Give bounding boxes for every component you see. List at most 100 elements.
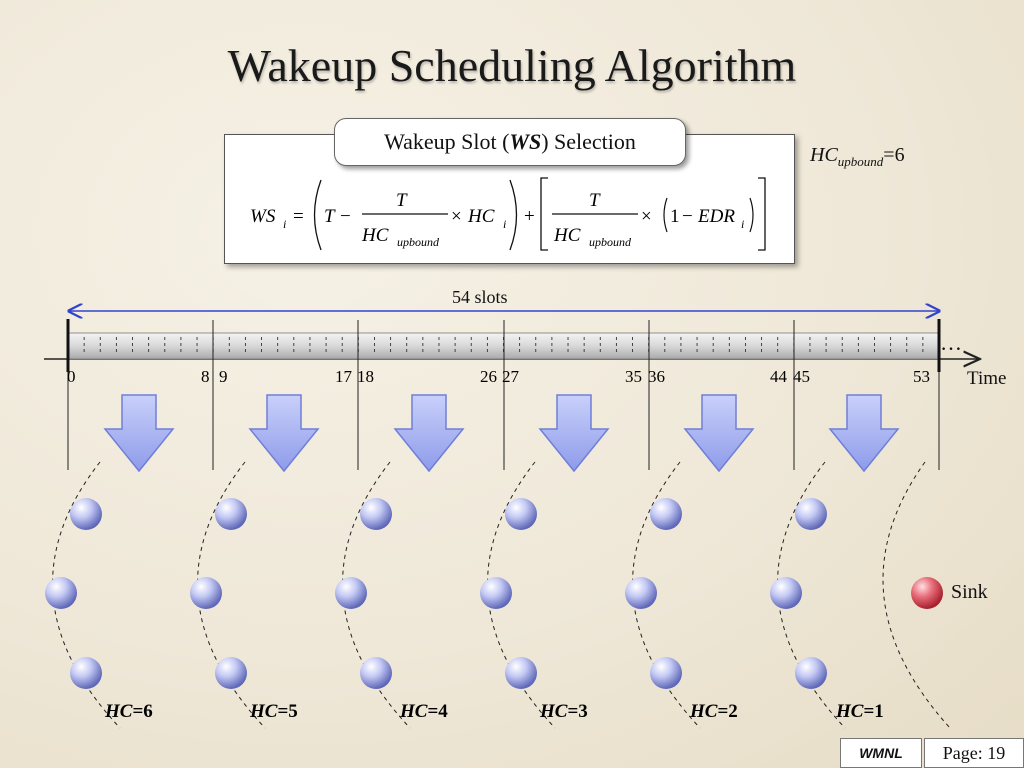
hc-label: HC=5 [249,701,298,722]
down-arrow-icon [103,394,175,473]
tick-label: 35 [625,367,642,386]
formula-times-2: × [641,206,652,227]
formula-edr: EDR [697,206,735,227]
sensor-node [505,498,537,530]
sensor-node [70,657,102,689]
formula-hc-den-2: HC [553,225,581,246]
sensor-node [190,577,222,609]
sensor-node [770,577,802,609]
label-ws: WS [509,129,542,154]
down-arrow-icon [393,394,465,473]
tick-label: 8 [201,367,210,386]
formula: WS i = T − T HC upbound × HC i + T HC up… [250,177,766,251]
hc-upbound-value: HCupbound=6 [810,144,905,170]
hc-label: HC=4 [399,701,448,722]
hc-label-value: =5 [277,701,297,722]
hc-label-value: =2 [717,701,737,722]
wakeup-slot-label: Wakeup Slot (WS) Selection [334,118,686,166]
tick-label: 9 [219,367,228,386]
sensor-node [360,657,392,689]
hc-group: HC=5 [190,461,298,729]
label-suffix: ) Selection [541,129,636,154]
formula-hci: HC [467,206,495,227]
hc-group: HC=6 [45,461,153,729]
formula-t2: T [396,190,408,211]
tick-label: 53 [913,367,930,386]
tick-label: 26 [480,367,497,386]
hc-label-value: =6 [132,701,152,722]
down-arrow-icon [828,394,900,473]
tick-label: 44 [770,367,788,386]
hc-label-base: HC [689,701,718,722]
page-number: Page: 19 [924,738,1024,768]
tick-label: 27 [502,367,520,386]
formula-hci-sub: i [503,217,506,231]
down-arrow-icon [683,394,755,473]
hc-label-value: =3 [567,701,587,722]
hc-label: HC=3 [539,701,588,722]
time-axis-label: Time [967,368,1007,389]
hc-label-base: HC [249,701,278,722]
hc-label-base: HC [104,701,133,722]
paren-right [509,179,518,251]
sensor-node [650,657,682,689]
sensor-node [215,657,247,689]
formula-upbound-1: upbound [397,235,440,249]
formula-upbound-2: upbound [589,235,632,249]
hc-label-base: HC [835,701,864,722]
sensor-node [625,577,657,609]
formula-equals: = [293,206,304,227]
sink-label: Sink [951,581,988,603]
inner-paren-left [663,197,668,233]
inner-paren-right [749,197,754,233]
sensor-node [795,498,827,530]
timeline-continuation: … [940,330,962,355]
hc-upbound-base: HC [810,144,838,166]
formula-one: 1 [670,206,680,227]
tick-label: 0 [67,367,76,386]
formula-minus-2: − [682,206,693,227]
hc-label: HC=6 [104,701,153,722]
brand-badge: WMNL [840,738,922,768]
hc-label-base: HC [399,701,428,722]
sink-node [911,577,943,609]
sensor-node [795,657,827,689]
formula-minus: − [340,206,351,227]
hop-arc [882,461,951,729]
hc-label: HC=1 [835,701,884,722]
down-arrow-icon [538,394,610,473]
paren-left [313,179,322,251]
sensor-node [360,498,392,530]
down-arrow-icon [248,394,320,473]
sensor-node [480,577,512,609]
hc-label-value: =1 [863,701,883,722]
tick-label: 17 [335,367,353,386]
hc-label-base: HC [539,701,568,722]
sensor-node [215,498,247,530]
sensor-node [335,577,367,609]
hc-upbound-number: =6 [883,144,905,166]
hc-label: HC=2 [689,701,738,722]
tick-label: 18 [357,367,374,386]
formula-edr-sub: i [741,217,744,231]
hc-group: HC=3 [480,461,588,729]
floor-right [758,177,766,251]
formula-t3: T [589,190,601,211]
tick-label: 36 [648,367,665,386]
tick-label: 45 [793,367,810,386]
formula-lhs: WS [250,206,276,227]
hc-group: HC=4 [335,461,448,729]
hc-group: HC=2 [625,461,738,729]
sensor-node [45,577,77,609]
formula-plus: + [524,206,535,227]
sensor-node [505,657,537,689]
formula-t1: T [324,206,336,227]
label-prefix: Wakeup Slot ( [384,129,510,154]
floor-left [540,177,548,251]
hc-upbound-sub: upbound [837,154,884,169]
hc-group: HC=1 [770,461,884,729]
sensor-node [650,498,682,530]
